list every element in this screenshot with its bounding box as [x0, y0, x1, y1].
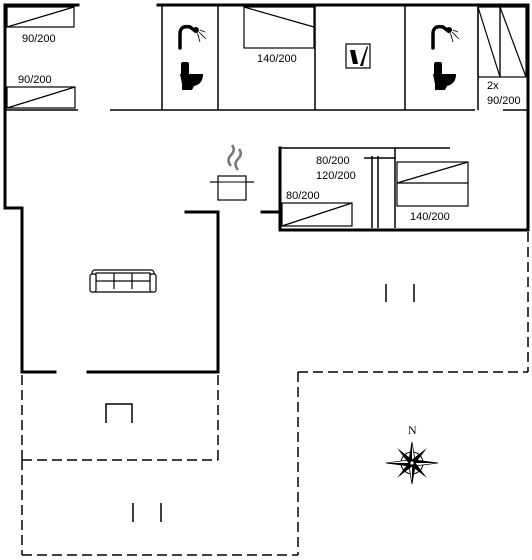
garden-table-icon [105, 403, 133, 423]
interior-walls [5, 5, 528, 228]
toilet-icon-2 [433, 62, 456, 90]
bed-140-right [396, 161, 469, 207]
shower-icon-2 [431, 24, 460, 50]
terrace-outlines [21, 232, 529, 556]
bed-label-top-left: 90/200 [22, 33, 56, 45]
deck-chairs-bottom [132, 503, 162, 522]
bed-label-80-left: 80/200 [286, 190, 320, 202]
deck-chairs-right [385, 284, 415, 302]
bed-label-140-right: 140/200 [410, 211, 450, 223]
bed-label-120: 120/200 [316, 170, 356, 182]
sofa-icon [89, 269, 157, 293]
bed-label-top-center: 140/200 [257, 53, 297, 65]
bed-label-80-top: 80/200 [316, 155, 350, 167]
utility-icon [345, 43, 371, 69]
outer-walls [3, 3, 530, 374]
bunk-label-size: 90/200 [487, 95, 521, 107]
cooking-pot-icon [210, 144, 254, 201]
toilet-icon [180, 62, 203, 90]
bed-80-left [281, 202, 353, 227]
compass-rose-icon [385, 441, 439, 485]
bed-top-center [243, 6, 315, 49]
bed-top-left [6, 6, 75, 28]
shower-icon [178, 24, 207, 50]
bunk-bed [477, 6, 527, 78]
bed-left-mid [6, 86, 76, 109]
bed-label-left-mid: 90/200 [18, 74, 52, 86]
compass-north-label: N [408, 423, 417, 437]
bunk-label-prefix: 2x [487, 80, 499, 92]
